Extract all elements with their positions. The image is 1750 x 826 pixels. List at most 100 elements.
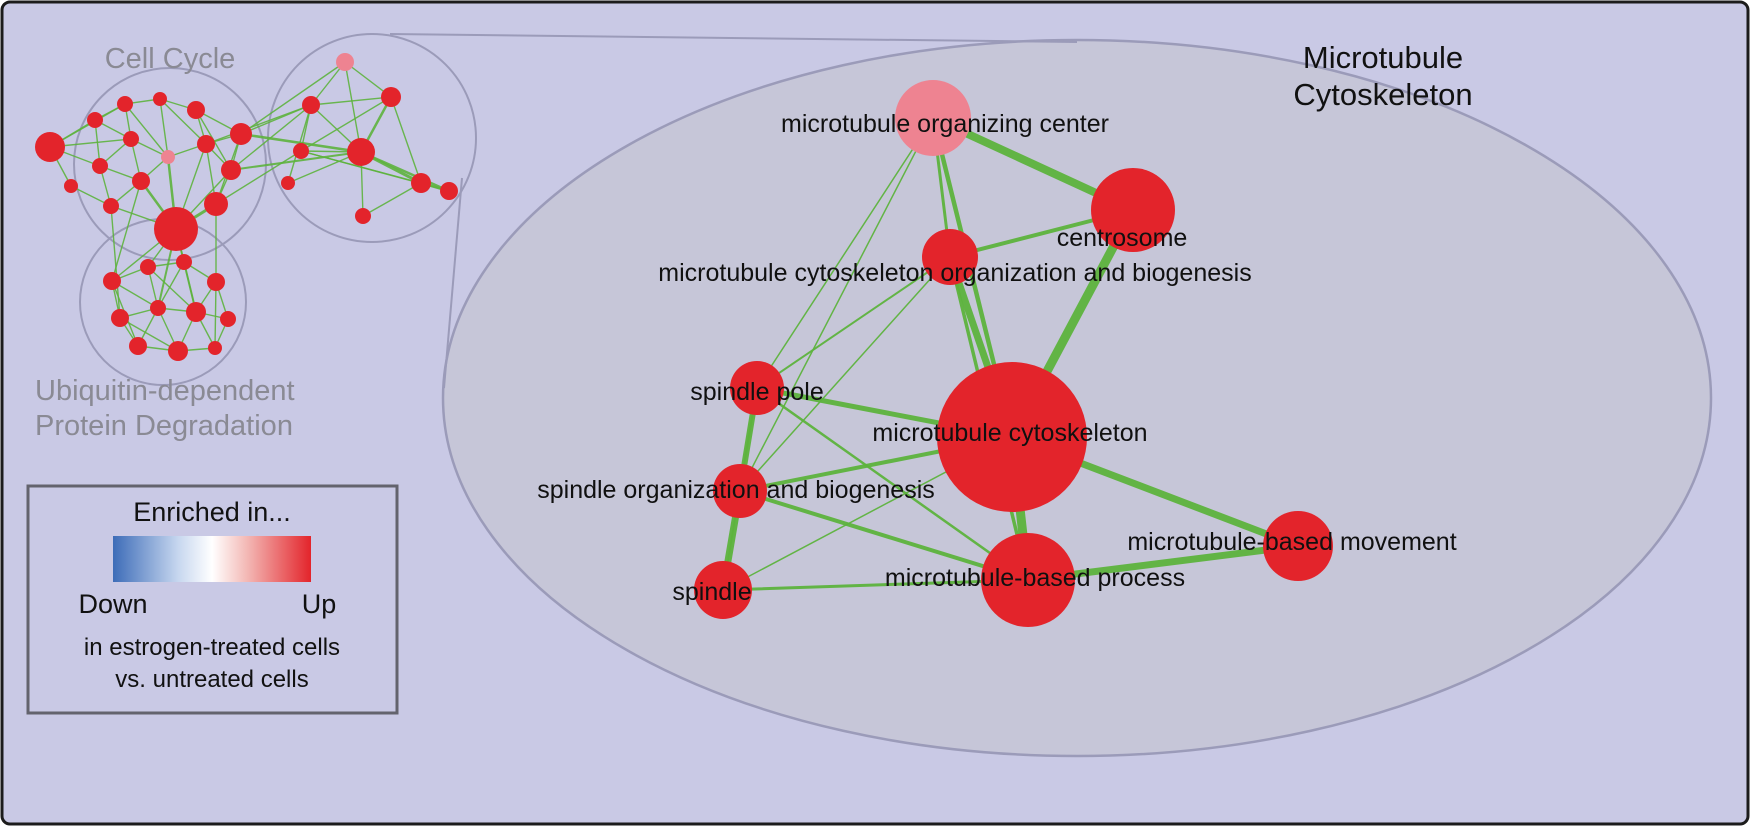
overview-node-1[interactable] [87, 112, 103, 128]
overview-edge [230, 151, 362, 171]
overview-node-15[interactable] [230, 123, 252, 145]
overview-edge [360, 150, 450, 193]
overview-node-33[interactable] [129, 337, 147, 355]
overview-node-19[interactable] [347, 138, 375, 166]
overview-edge [119, 317, 179, 352]
detail-node-label-microtubule-cytoskeleton-organization-and-biogenesis: microtubule cytoskeleton organization an… [658, 259, 1251, 287]
overview-node-4[interactable] [187, 101, 205, 119]
overview-edge [240, 104, 312, 135]
microtubule-cytoskeleton-title-line1: Microtubule [1303, 40, 1463, 75]
overview-edge [159, 98, 169, 158]
overview-node-3[interactable] [153, 92, 167, 106]
detail-edge [755, 386, 1030, 582]
detail-edge [739, 256, 951, 492]
overview-node-20[interactable] [293, 143, 309, 159]
overview-node-30[interactable] [150, 300, 166, 316]
detail-node-label-microtubule-cytoskeleton: microtubule cytoskeleton [872, 419, 1147, 447]
overview-edge [147, 266, 197, 313]
overview-node-23[interactable] [355, 208, 371, 224]
detail-ellipse [441, 38, 1713, 758]
overview-node-26[interactable] [140, 259, 156, 275]
overview-node-34[interactable] [168, 341, 188, 361]
overview-node-22[interactable] [440, 182, 458, 200]
overview-node-7[interactable] [197, 135, 215, 153]
overview-node-27[interactable] [176, 254, 192, 270]
overview-node-9[interactable] [132, 172, 150, 190]
overview-edge [124, 103, 169, 158]
ubiquitin-cluster-label-line2: Protein Degradation [35, 410, 293, 442]
overview-node-35[interactable] [208, 341, 222, 355]
detail-edge [756, 117, 934, 389]
overview-node-32[interactable] [220, 311, 236, 327]
overview-edge [240, 61, 346, 135]
overview-edge [390, 96, 422, 184]
legend-caption-line2: vs. untreated cells [115, 666, 308, 693]
overview-node-21[interactable] [411, 173, 431, 193]
overview-node-31[interactable] [186, 302, 206, 322]
overview-node-8[interactable] [92, 158, 108, 174]
microtubule-cytoskeleton-title-line2: Cytoskeleton [1293, 77, 1472, 112]
detail-node-centrosome[interactable] [1091, 168, 1175, 252]
overview-edge [310, 61, 346, 106]
legend-up-label: Up [302, 589, 337, 619]
overview-node-25[interactable] [103, 272, 121, 290]
detail-node-spindle-pole[interactable] [730, 361, 784, 415]
overview-node-6[interactable] [161, 150, 175, 164]
cluster-outline-cell-cycle [73, 67, 267, 261]
detail-edge [739, 117, 934, 492]
detail-node-spindle-organization-and-biogenesis[interactable] [713, 464, 767, 518]
overview-edge [214, 281, 217, 349]
overview-edge [110, 205, 121, 319]
legend-down-label: Down [78, 589, 147, 619]
overview-node-18[interactable] [381, 87, 401, 107]
overview-node-0[interactable] [35, 132, 65, 162]
detail-node-label-centrosome: centrosome [1057, 224, 1188, 252]
overview-node-2[interactable] [117, 96, 133, 112]
legend-frame [26, 484, 399, 715]
overview-node-16[interactable] [336, 53, 354, 71]
overview-edge [215, 150, 302, 205]
overview-edge [159, 98, 207, 145]
detail-edge [738, 489, 1030, 582]
legend-gradient-bar [113, 536, 311, 582]
overview-edge [111, 180, 142, 282]
overview-edge [300, 96, 392, 152]
detail-node-microtubule-based-process[interactable] [981, 533, 1075, 627]
detail-node-microtubule-organizing-center[interactable] [895, 80, 971, 156]
legend: Enriched in... Down Up in estrogen-treat… [26, 484, 399, 715]
detail-node-label-spindle-pole: spindle pole [690, 378, 823, 406]
figure-labels: Cell Cycle Ubiquitin-dependent Protein D… [35, 40, 1473, 442]
detail-node-label-microtubule-based-movement: microtubule-based movement [1127, 528, 1456, 556]
overview-edge [310, 96, 392, 106]
detail-node-label-microtubule-based-process: microtubule-based process [885, 564, 1185, 592]
overview-node-12[interactable] [154, 207, 198, 251]
cell-cycle-cluster-label: Cell Cycle [105, 43, 236, 75]
overview-node-24[interactable] [281, 176, 295, 190]
detail-node-label-spindle: spindle [672, 578, 751, 606]
legend-title: Enriched in... [133, 497, 291, 527]
legend-caption-line1: in estrogen-treated cells [84, 634, 340, 661]
zoom-callout-line [443, 177, 463, 389]
overview-node-10[interactable] [221, 160, 241, 180]
overview-edge [344, 61, 362, 153]
zoom-callout-line [389, 33, 1078, 43]
overview-node-13[interactable] [204, 192, 228, 216]
detail-edge [756, 256, 951, 389]
detail-edge [721, 578, 1030, 592]
overview-edge [362, 182, 422, 217]
overview-node-14[interactable] [64, 179, 78, 193]
detail-node-label-spindle-organization-and-biogenesis: spindle organization and biogenesis [537, 476, 935, 504]
detail-node-microtubule-cytoskeleton-organization-and-biogenesis[interactable] [922, 229, 978, 285]
detail-node-label-microtubule-organizing-center: microtubule organizing center [781, 110, 1109, 138]
overview-node-29[interactable] [111, 309, 129, 327]
detail-node-spindle[interactable] [694, 561, 752, 619]
overview-node-5[interactable] [123, 131, 139, 147]
overview-node-17[interactable] [302, 96, 320, 114]
detail-node-microtubule-based-movement[interactable] [1263, 511, 1333, 581]
ubiquitin-cluster-label-line1: Ubiquitin-dependent [35, 375, 295, 407]
detail-node-microtubule-cytoskeleton[interactable] [937, 362, 1087, 512]
overview-node-11[interactable] [103, 198, 119, 214]
overview-node-28[interactable] [207, 273, 225, 291]
